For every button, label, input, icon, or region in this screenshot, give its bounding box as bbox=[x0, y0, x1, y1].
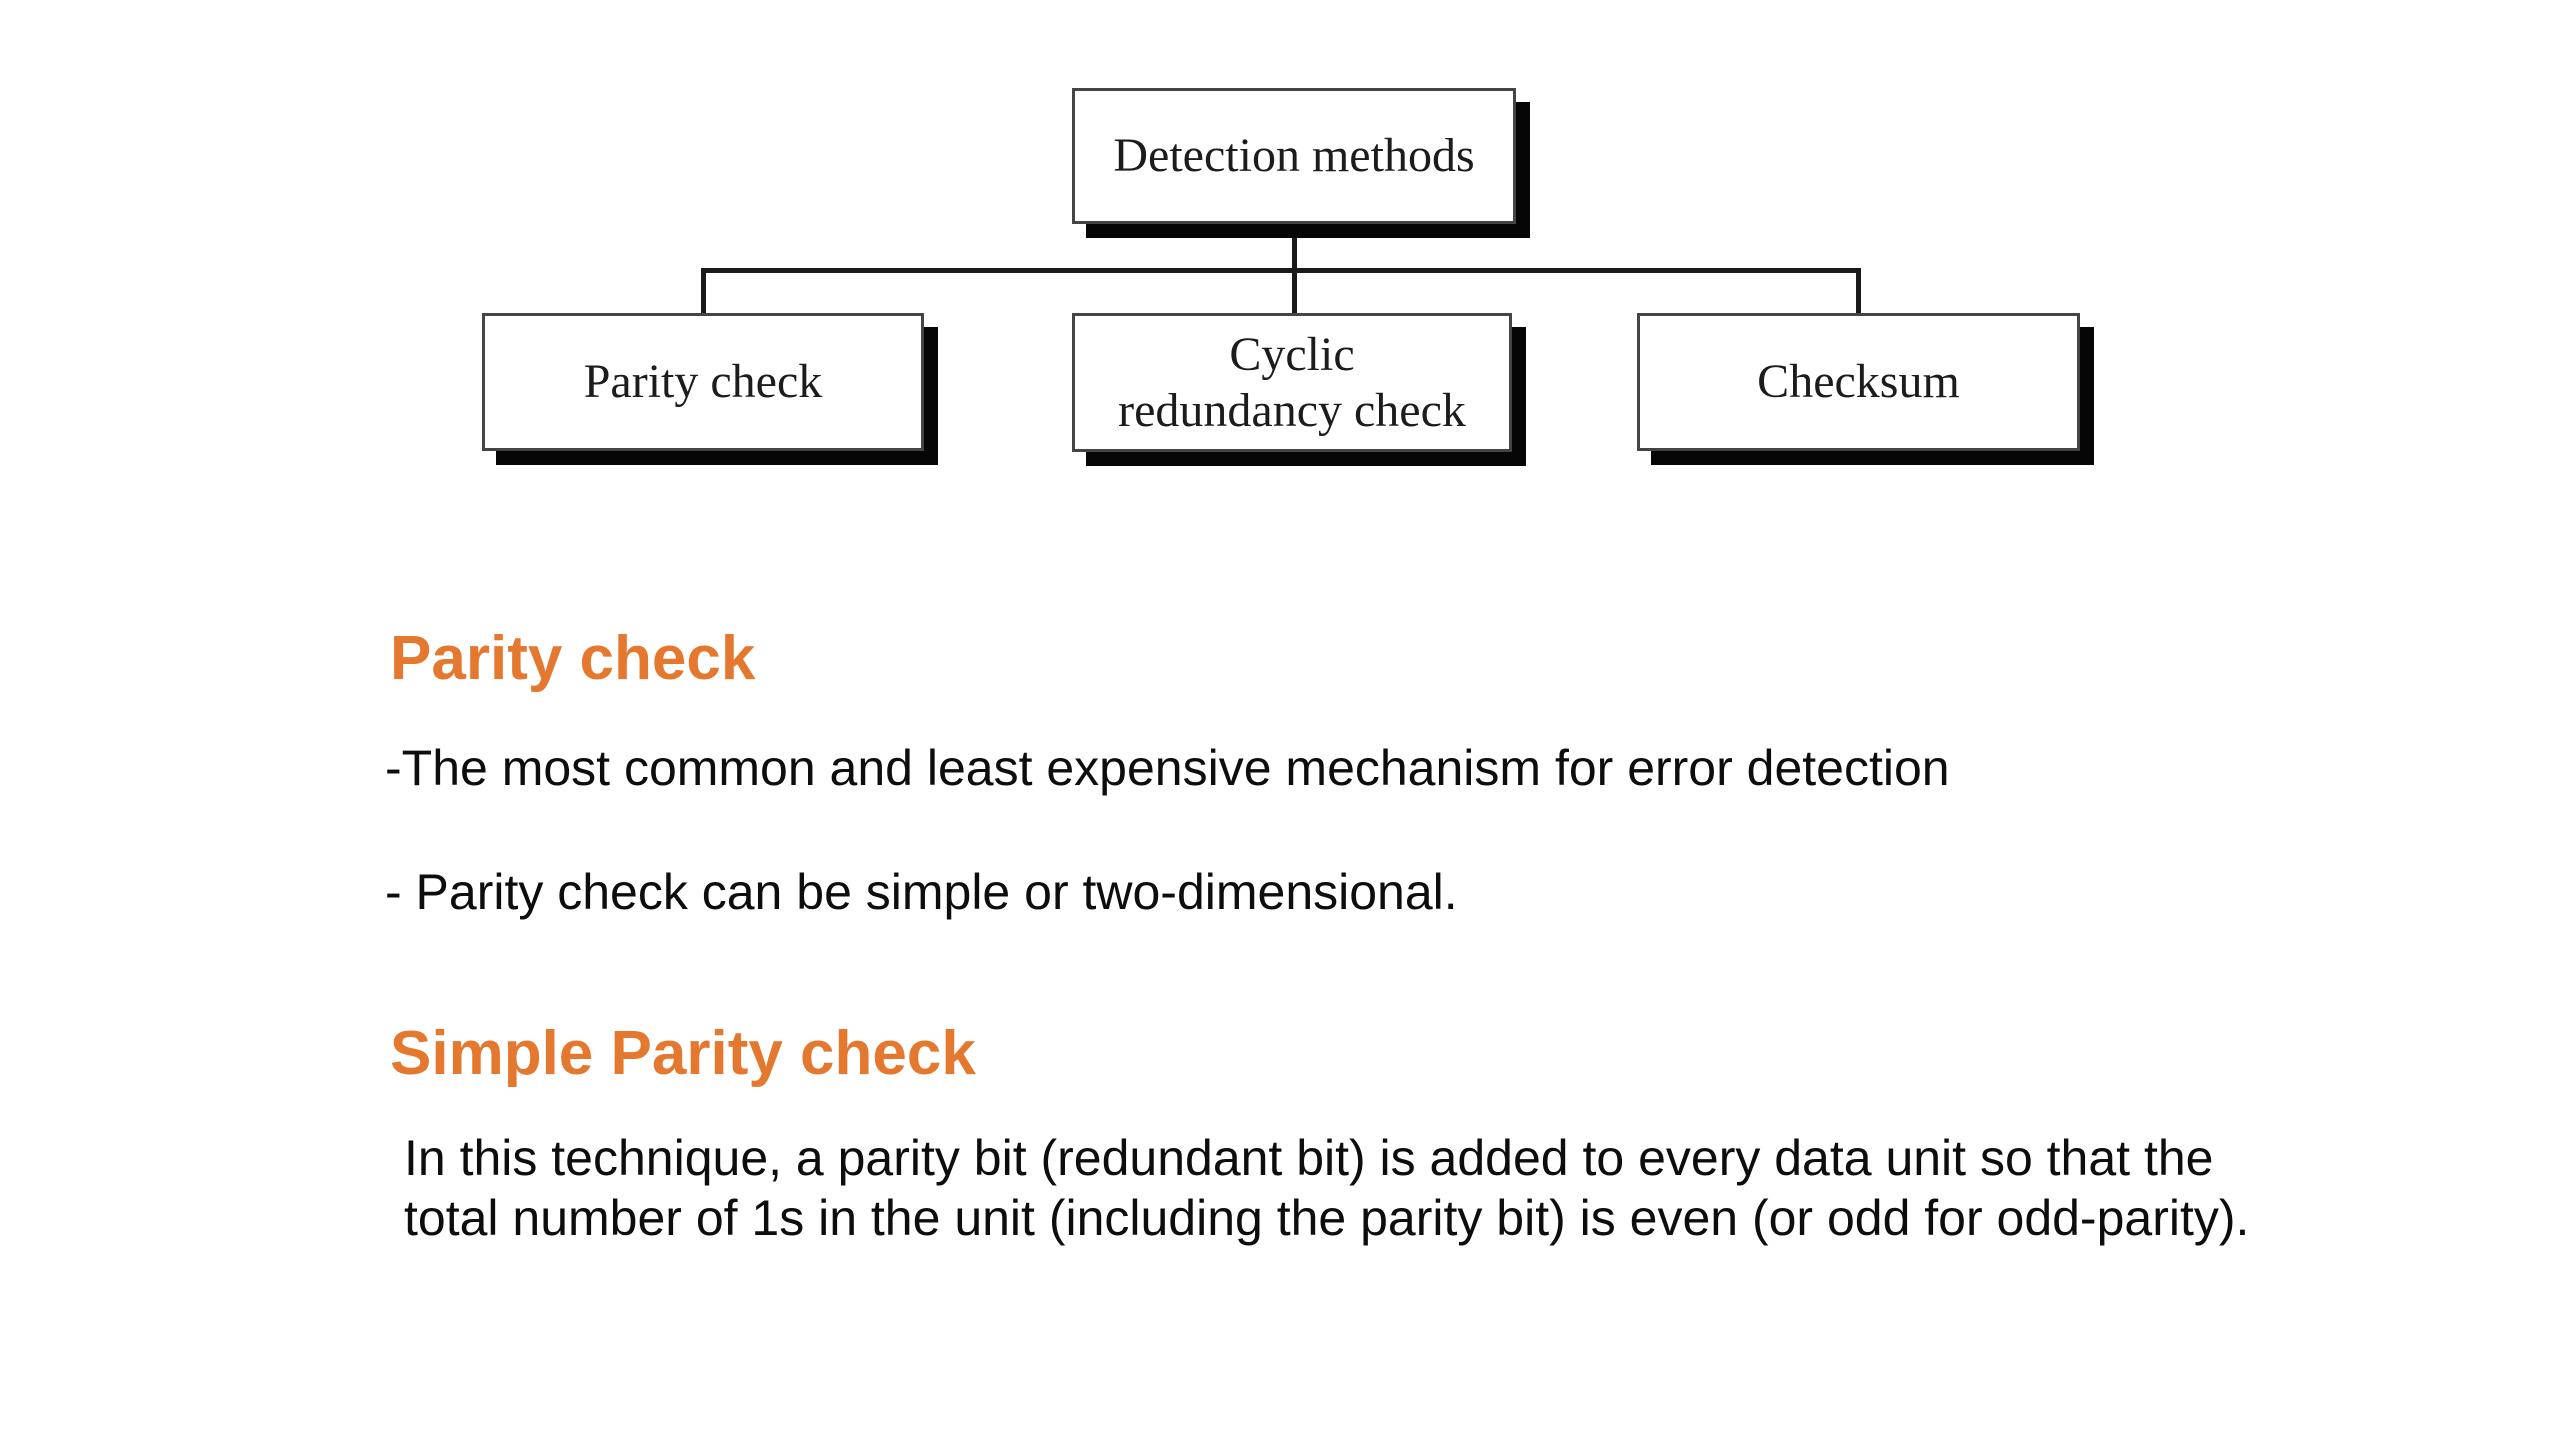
connector-right-drop bbox=[1856, 268, 1861, 314]
diagram-box-parity-check: Parity check bbox=[482, 313, 924, 451]
heading-parity-check: Parity check bbox=[390, 624, 756, 693]
diagram-box-checksum: Checksum bbox=[1637, 313, 2080, 451]
diagram-box-label: Parity check bbox=[583, 355, 823, 409]
paragraph-simple-parity-description: In this technique, a parity bit (redunda… bbox=[404, 1130, 2250, 1246]
bullet-most-common-mechanism: -The most common and least expensive mec… bbox=[385, 740, 1950, 796]
diagram-box-detection-methods: Detection methods bbox=[1072, 88, 1516, 224]
connector-left-drop bbox=[701, 268, 706, 314]
heading-simple-parity-check: Simple Parity check bbox=[390, 1019, 976, 1088]
diagram-box-label: Checksum bbox=[1757, 355, 1960, 409]
diagram-box-label: Detection methods bbox=[1113, 129, 1475, 183]
bullet-simple-or-two-dimensional: - Parity check can be simple or two-dime… bbox=[385, 864, 1458, 920]
connector-horizontal bbox=[701, 268, 1861, 273]
